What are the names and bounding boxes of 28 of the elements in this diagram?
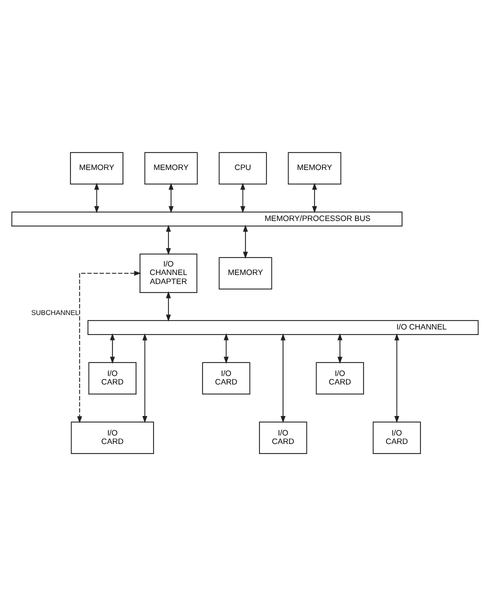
arrow	[224, 332, 229, 364]
node-box: I/O CARD	[316, 362, 364, 394]
arrow	[94, 182, 100, 213]
arrow	[242, 224, 248, 258]
node-box: I/O CHANNEL	[88, 320, 479, 334]
arrow	[280, 332, 286, 422]
node-box: MEMORY	[144, 152, 198, 184]
arrow	[142, 332, 148, 422]
arrow	[166, 290, 171, 322]
node-box: MEMORY	[288, 152, 342, 184]
arrow	[166, 224, 171, 255]
arrow	[312, 182, 318, 213]
arrow	[394, 332, 400, 422]
node-box: MEMORY	[70, 152, 124, 184]
node-box: MEMORY	[218, 256, 272, 289]
arrow	[240, 182, 246, 213]
node-box: MEMORY/PROCESSOR BUS	[11, 211, 402, 226]
node-box: I/O CARD	[88, 362, 136, 394]
node-box: I/O CARD	[372, 421, 421, 454]
node-box: I/O CARD	[202, 362, 250, 394]
node-box: I/O CHANNEL ADAPTER	[140, 253, 198, 292]
node-box: I/O CARD	[70, 421, 154, 454]
arrow	[110, 332, 115, 364]
arrow	[337, 332, 342, 364]
arrow	[77, 270, 142, 423]
arrow	[168, 182, 174, 213]
node-box: I/O CARD	[259, 421, 308, 454]
node-box: CPU	[218, 152, 267, 184]
